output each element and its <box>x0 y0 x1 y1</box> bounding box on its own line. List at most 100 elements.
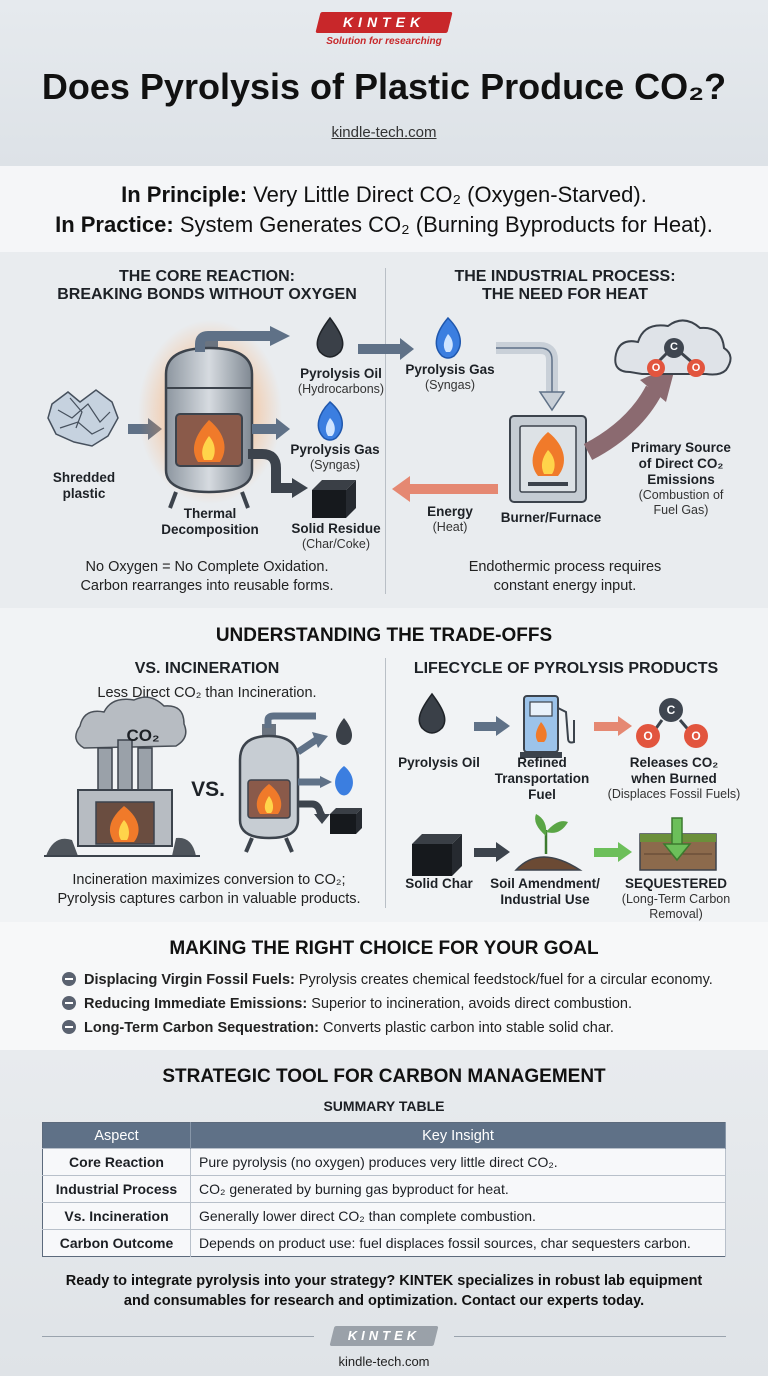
summary-table: Aspect Key Insight Core Reaction Pure py… <box>42 1122 726 1257</box>
reactor-icon <box>138 320 282 509</box>
cta-line1: Ready to integrate pyrolysis into your s… <box>65 1273 703 1289</box>
table-cell-insight: Depends on product use: fuel displaces f… <box>190 1229 726 1257</box>
syngas-label: Pyrolysis Gas (Syngas) <box>394 362 506 393</box>
oil-label-text: Pyrolysis Oil <box>300 366 382 381</box>
choice-title: MAKING THE RIGHT CHOICE FOR YOUR GOAL <box>169 938 599 959</box>
molecule-c-label: C <box>666 703 676 717</box>
sequestered-sub2: Removal) <box>649 907 703 921</box>
release-line1: Releases CO₂ <box>629 755 719 770</box>
core-reaction-heading: THE CORE REACTION: BREAKING BONDS WITHOU… <box>40 268 374 304</box>
reactor-line2: Decomposition <box>161 522 259 537</box>
table-row: Core Reaction Pure pyrolysis (no oxygen)… <box>42 1148 726 1176</box>
principle-text: Very Little Direct CO₂ (Oxygen-Starved). <box>253 182 647 207</box>
choice-section <box>0 922 768 1050</box>
site-link[interactable]: kindle-tech.com <box>331 124 437 141</box>
core-caption: No Oxygen = No Complete Oxidation. Carbo… <box>40 558 374 596</box>
industrial-caption-1: Endothermic process requires <box>468 559 662 575</box>
cta-line2: and consumables for research and optimiz… <box>123 1293 645 1309</box>
summary-subtitle: SUMMARY TABLE <box>323 1098 445 1114</box>
fuel-pump-icon <box>520 695 575 758</box>
footer-divider <box>42 1336 314 1337</box>
vs-caption-2: Pyrolysis captures carbon in valuable pr… <box>57 891 361 907</box>
choice-item: Displacing Virgin Fossil Fuels: Pyrolysi… <box>62 970 713 988</box>
lifecycle-oil-label: Pyrolysis Oil <box>398 755 480 770</box>
residue-sub: (Char/Coke) <box>301 537 371 551</box>
reactor-line1: Thermal <box>183 506 237 521</box>
page-title: Does Pyrolysis of Plastic Produce CO₂? <box>41 66 727 107</box>
industrial-heading: THE INDUSTRIAL PROCESS: THE NEED FOR HEA… <box>400 268 730 304</box>
vs-caption-1: Incineration maximizes conversion to CO₂… <box>72 872 346 888</box>
primary-sub2: Fuel Gas) <box>653 503 709 517</box>
tradeoffs-title: UNDERSTANDING THE TRADE-OFFS <box>215 625 553 646</box>
char-cube-icon <box>312 480 356 518</box>
syngas-label-text: Pyrolysis Gas <box>405 362 495 377</box>
sequestered-text: SEQUESTERED <box>624 876 728 891</box>
gas-label: Pyrolysis Gas (Syngas) <box>280 442 390 473</box>
primary-source-label: Primary Source of Direct CO₂ Emissions (… <box>618 440 744 518</box>
soil-line1: Soil Amendment/ <box>490 876 600 891</box>
solid-char-icon <box>412 834 462 876</box>
core-heading-line1: THE CORE REACTION: <box>119 268 295 285</box>
table-row: Industrial Process CO₂ generated by burn… <box>42 1175 726 1203</box>
co2-molecule-icon <box>636 698 708 748</box>
tradeoffs-divider <box>385 658 386 908</box>
principle-label: In Principle: <box>121 182 248 207</box>
minus-circle-icon <box>62 972 76 986</box>
reactor-label: Thermal Decomposition <box>148 506 272 538</box>
soil-line2: Industrial Use <box>500 892 590 907</box>
footer-logo-text: KINTEK <box>347 1328 421 1343</box>
practice-text: System Generates CO₂ (Burning Byproducts… <box>179 212 713 237</box>
section-divider <box>385 268 386 594</box>
table-cell-insight: Generally lower direct CO₂ than complete… <box>190 1202 726 1230</box>
sequestered-label: SEQUESTERED (Long-Term Carbon Removal) <box>608 876 744 922</box>
vs-sub: Less Direct CO₂ than Incineration. <box>97 685 317 701</box>
oil-sub: (Hydrocarbons) <box>297 382 385 396</box>
vs-word: VS. <box>191 778 225 801</box>
shredded-plastic-label: Shredded plastic <box>40 470 128 502</box>
char-label: Solid Char <box>405 876 473 891</box>
footer-site-link[interactable]: kindle-tech.com <box>338 1354 430 1369</box>
kintek-logo-text: KINTEK <box>342 14 426 30</box>
summary-title: STRATEGIC TOOL FOR CARBON MANAGEMENT <box>162 1066 606 1087</box>
minus-circle-icon <box>62 1020 76 1034</box>
co2-cloud-icon <box>614 319 732 377</box>
shredded-line1: Shredded <box>52 470 116 485</box>
industrial-caption: Endothermic process requires constant en… <box>400 558 730 596</box>
core-heading-line2: BREAKING BONDS WITHOUT OXYGEN <box>57 286 357 303</box>
choice-item: Long-Term Carbon Sequestration: Converts… <box>62 1018 614 1036</box>
call-to-action: Ready to integrate pyrolysis into your s… <box>40 1271 728 1311</box>
core-caption-1: No Oxygen = No Complete Oxidation. <box>85 559 329 575</box>
core-caption-2: Carbon rearranges into reusable forms. <box>80 578 334 594</box>
table-cell-aspect: Carbon Outcome <box>42 1229 191 1257</box>
burner-furnace-icon <box>509 415 587 503</box>
atom-o-right-label: O <box>691 362 701 374</box>
core-reaction-diagram <box>47 316 732 518</box>
industrial-caption-2: constant energy input. <box>493 578 637 594</box>
primary-line2: of Direct CO₂ <box>638 456 724 471</box>
choice-item: Reducing Immediate Emissions: Superior t… <box>62 994 632 1012</box>
sequestered-sub1: (Long-Term Carbon <box>621 892 731 906</box>
shredded-plastic-icon <box>47 389 119 447</box>
minus-circle-icon <box>62 996 76 1010</box>
table-cell-insight: Pure pyrolysis (no oxygen) produces very… <box>190 1148 726 1176</box>
incinerator-icon <box>44 696 200 857</box>
molecule-o-left: O <box>643 729 653 743</box>
principle-line: In Principle: Very Little Direct CO₂ (Ox… <box>0 182 768 208</box>
soil-label: Soil Amendment/ Industrial Use <box>488 876 602 908</box>
tradeoffs-diagram <box>44 692 717 876</box>
table-cell-aspect: Core Reaction <box>42 1148 191 1176</box>
vs-caption: Incineration maximizes conversion to CO₂… <box>36 871 382 909</box>
energy-sub: (Heat) <box>432 520 468 534</box>
lifecycle-oil-icon <box>418 692 446 734</box>
table-header-row: Aspect Key Insight <box>42 1122 726 1149</box>
table-header: Key Insight <box>190 1122 726 1149</box>
energy-label: Energy (Heat) <box>404 504 496 535</box>
fuel-line3: Fuel <box>528 787 556 802</box>
primary-line1: Primary Source <box>631 440 731 455</box>
oil-drop-icon <box>316 316 344 358</box>
industrial-heading-line1: THE INDUSTRIAL PROCESS: <box>454 268 676 285</box>
sequestered-ground-icon <box>639 817 717 871</box>
footer-divider <box>454 1336 726 1337</box>
cloud-co2-label: CO₂ <box>126 726 160 745</box>
oil-label: Pyrolysis Oil (Hydrocarbons) <box>286 366 396 397</box>
